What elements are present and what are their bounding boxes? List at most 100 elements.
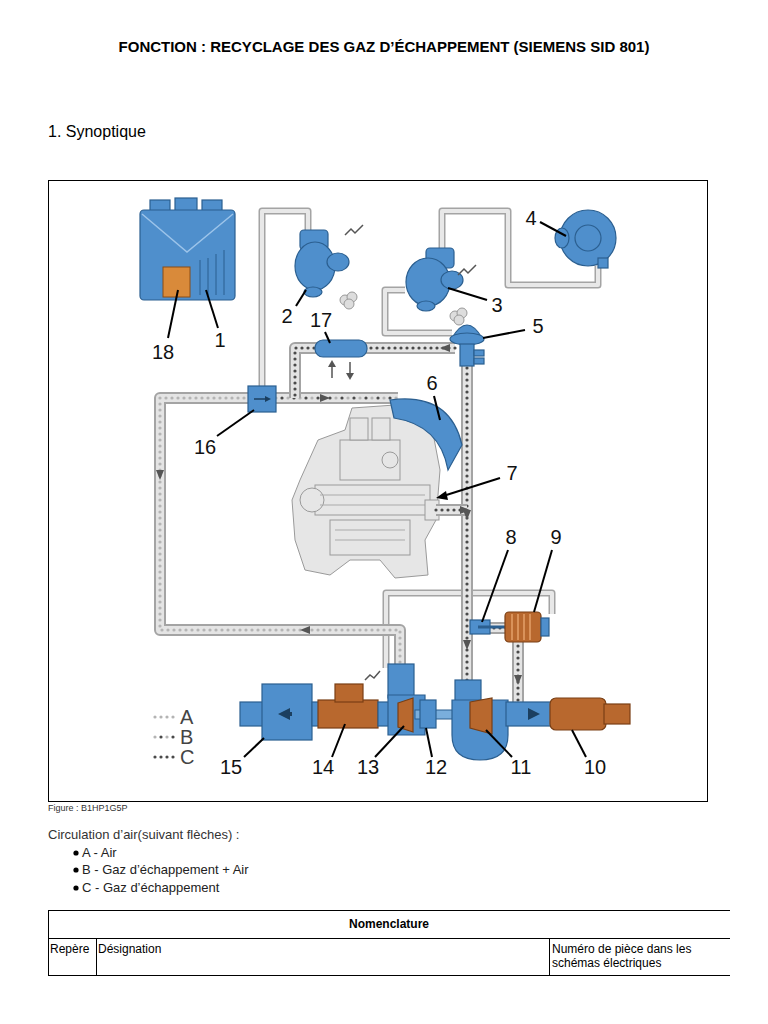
solenoid-valve xyxy=(295,225,363,309)
air-pipe-part xyxy=(160,398,400,668)
air-exhaust-line-part xyxy=(506,702,552,726)
ecu xyxy=(140,198,235,300)
leader-line-part xyxy=(483,330,525,338)
flow-note: Circulation d’air(suivant flèches) : xyxy=(48,827,239,843)
vacuum-pump-part xyxy=(598,258,608,268)
air-exhaust-line-part xyxy=(240,702,264,726)
air-pipe-part xyxy=(160,398,400,668)
solenoid-valve-part xyxy=(454,315,464,325)
leader-line-part xyxy=(572,730,586,757)
engine-illustration-part xyxy=(292,405,440,578)
egr-valve-part xyxy=(460,344,474,366)
callout-number: 2 xyxy=(257,304,317,328)
wastegate xyxy=(470,612,549,642)
figure-caption: Figure : B1HP1G5P xyxy=(48,803,128,814)
flow-arrow-part xyxy=(300,626,310,634)
leader-line-part xyxy=(426,728,432,757)
callout-number: 17 xyxy=(291,308,351,332)
legend-text: A xyxy=(180,705,193,729)
solenoid-valve-part xyxy=(458,265,476,275)
engine-illustration-part xyxy=(382,452,398,468)
engine-illustration-part xyxy=(315,485,430,515)
egr-cooler-part xyxy=(315,340,367,357)
callout-number: 15 xyxy=(201,755,261,779)
legend-text: B xyxy=(180,725,193,749)
section-heading: 1. Synoptique xyxy=(48,122,146,141)
solenoid-valve-part xyxy=(345,225,363,235)
air-pipe-part xyxy=(160,398,400,668)
flow-arrow-part xyxy=(514,675,522,685)
engine-illustration xyxy=(292,405,440,578)
leader-line-part xyxy=(244,738,264,757)
arrow-head xyxy=(436,491,448,500)
table-grid-part xyxy=(48,938,730,939)
exhaust-pipe xyxy=(295,348,518,702)
wastegate-part xyxy=(541,618,549,636)
leader-line-part xyxy=(325,332,330,343)
egr-cooler-part xyxy=(346,373,354,380)
callout-number: 5 xyxy=(508,314,568,338)
callout-number: 1 xyxy=(190,328,250,352)
leader-line-part xyxy=(206,290,218,328)
solenoid-valve-part xyxy=(344,299,354,309)
legend-sample-part xyxy=(155,735,177,738)
callout-number: 16 xyxy=(175,435,235,459)
callout-number: 12 xyxy=(406,755,466,779)
table-grid-part xyxy=(48,910,49,976)
air-exhaust-line-part xyxy=(262,684,312,740)
ecu-part xyxy=(142,214,233,252)
egr-valve-part xyxy=(450,333,484,345)
air-exhaust-line-part xyxy=(528,708,540,720)
bullet-part xyxy=(73,850,78,855)
leader-line-part xyxy=(375,726,404,757)
flow-arrow-part xyxy=(463,640,471,650)
table-grid-part xyxy=(48,910,730,911)
callout-number: 7 xyxy=(482,461,542,485)
callout-number: 18 xyxy=(133,340,193,364)
flow-arrow-part xyxy=(156,470,164,480)
vacuum-pump xyxy=(555,210,616,268)
leader-line-part xyxy=(534,550,552,612)
table-grid-part xyxy=(48,975,730,976)
air-exhaust-line-part xyxy=(318,700,378,728)
ecu-part xyxy=(140,210,235,300)
callout-number: 10 xyxy=(565,755,625,779)
egr-cooler-part xyxy=(332,362,350,378)
legend-sample-part xyxy=(155,735,177,738)
callout-number: 3 xyxy=(467,293,527,317)
bullet xyxy=(73,850,78,890)
egr-valve-part xyxy=(474,350,484,356)
air-exhaust-line-part xyxy=(335,684,363,702)
bullet-item: A - Air xyxy=(82,845,117,861)
legend-sample-part xyxy=(155,755,177,758)
table-grid-part xyxy=(549,938,550,976)
mixer-box-part xyxy=(265,396,271,402)
engine-illustration-part xyxy=(320,495,425,540)
egr-cooler-part xyxy=(328,360,336,367)
flow-arrow-part xyxy=(460,506,470,514)
egr-valve-part xyxy=(474,358,484,364)
leader-line-part xyxy=(332,724,345,757)
callout-number: 6 xyxy=(402,371,462,395)
wastegate-part xyxy=(512,614,530,640)
table-grid-part xyxy=(96,938,97,976)
ecu-part xyxy=(200,250,224,295)
callout-number: 14 xyxy=(293,755,353,779)
engine-illustration-part xyxy=(372,418,390,440)
air-exhaust-line-part xyxy=(604,704,630,724)
leader-line-part xyxy=(296,290,306,306)
engine-illustration-part xyxy=(340,440,400,480)
leader-line-part xyxy=(168,290,178,338)
engine-illustration-part xyxy=(330,520,410,555)
callout-number: 4 xyxy=(501,206,561,230)
leader-line-part xyxy=(217,410,254,436)
flow-arrow-part xyxy=(320,394,330,402)
figure-frame xyxy=(49,181,708,802)
solenoid-valve xyxy=(406,248,476,325)
bullet-part xyxy=(73,867,78,872)
air-exhaust-line-part xyxy=(455,680,481,702)
table-cell: Repère xyxy=(50,942,89,956)
egr-cooler xyxy=(315,340,367,380)
wastegate-part xyxy=(478,626,505,629)
